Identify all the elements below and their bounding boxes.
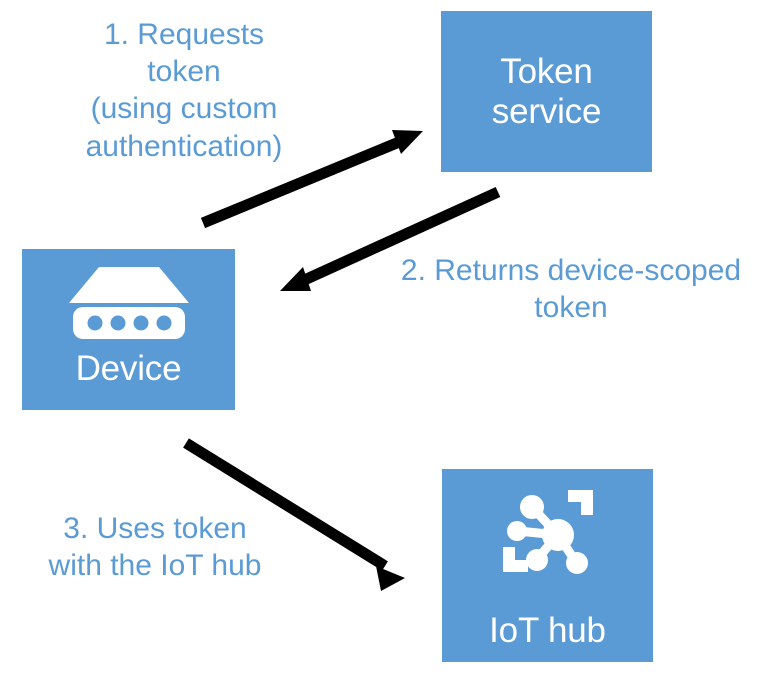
caption-step-3: 3. Uses token with the IoT hub — [48, 512, 262, 583]
caption-step-2: 2. Returns device-scoped token — [400, 254, 742, 325]
node-device-label: Device — [75, 349, 182, 388]
node-token-service[interactable]: Token service — [441, 11, 652, 172]
iot-hub-network-icon — [502, 490, 593, 574]
node-device[interactable]: Device — [22, 249, 235, 410]
node-iot-hub[interactable]: IoT hub — [442, 469, 653, 662]
device-icon — [68, 267, 189, 339]
caption-step-1: 1. Requests token (using custom authenti… — [85, 18, 283, 163]
node-token-service-label: Token service — [491, 52, 602, 131]
node-iot-hub-label: IoT hub — [489, 611, 606, 650]
